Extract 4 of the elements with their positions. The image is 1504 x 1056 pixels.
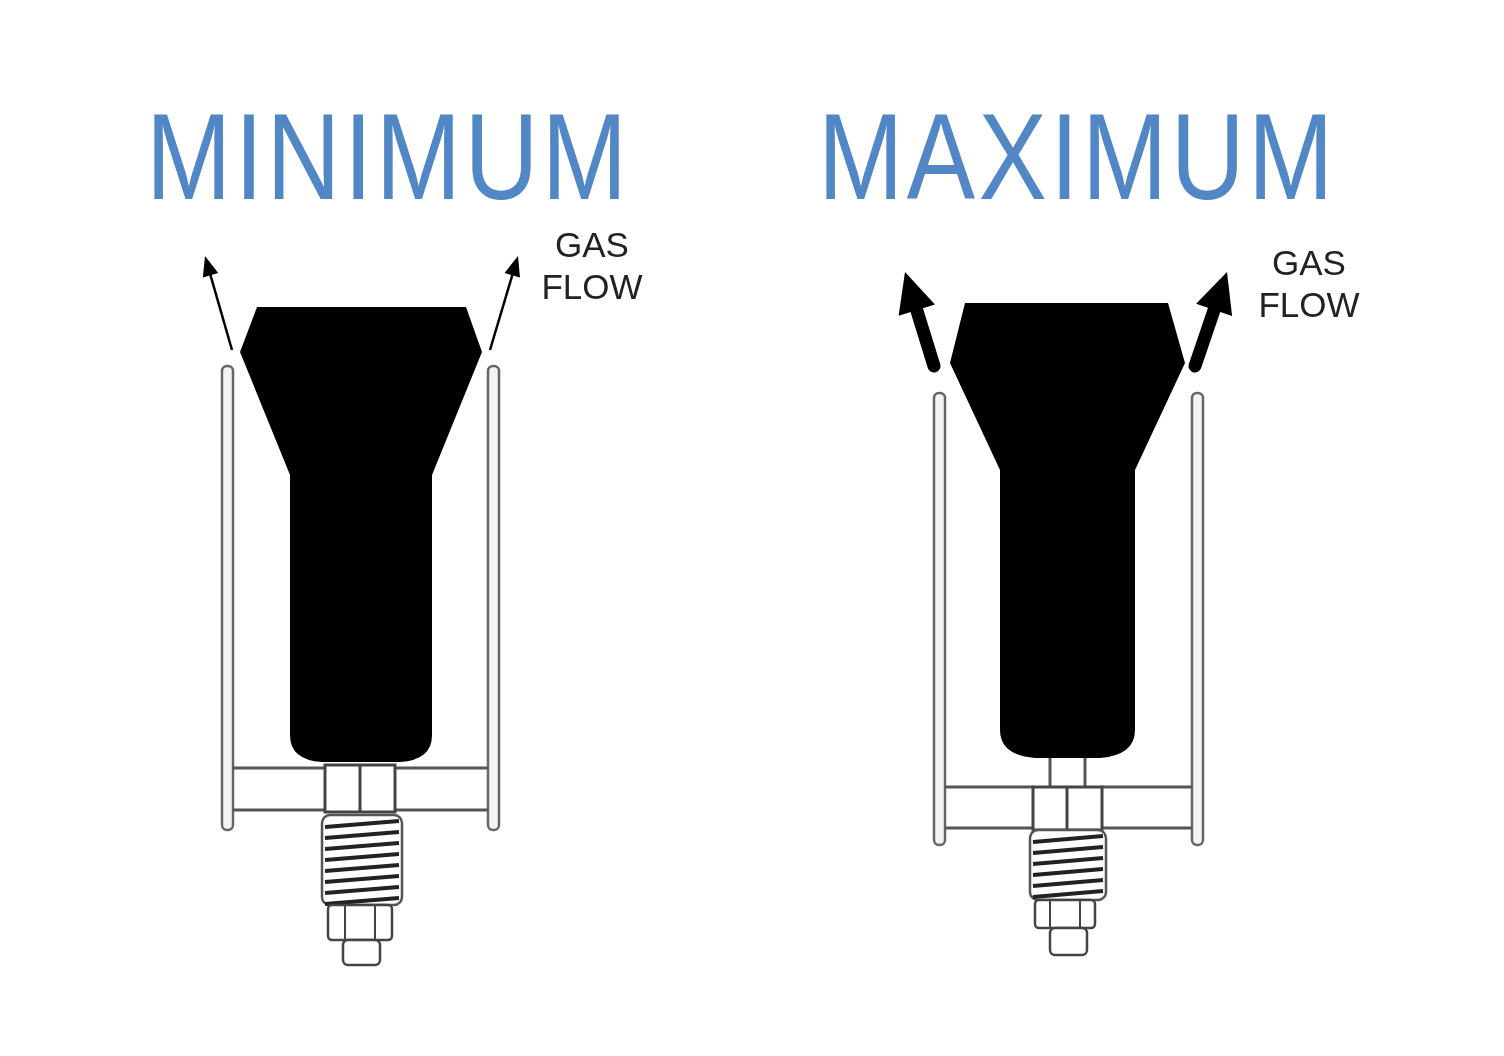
gas-flow-label: GAS FLOW: [540, 224, 644, 308]
panel-heading: MAXIMUM: [818, 96, 1337, 218]
gas-flow-label: GAS FLOW: [1257, 242, 1361, 326]
panel-heading: MINIMUM: [146, 96, 631, 218]
